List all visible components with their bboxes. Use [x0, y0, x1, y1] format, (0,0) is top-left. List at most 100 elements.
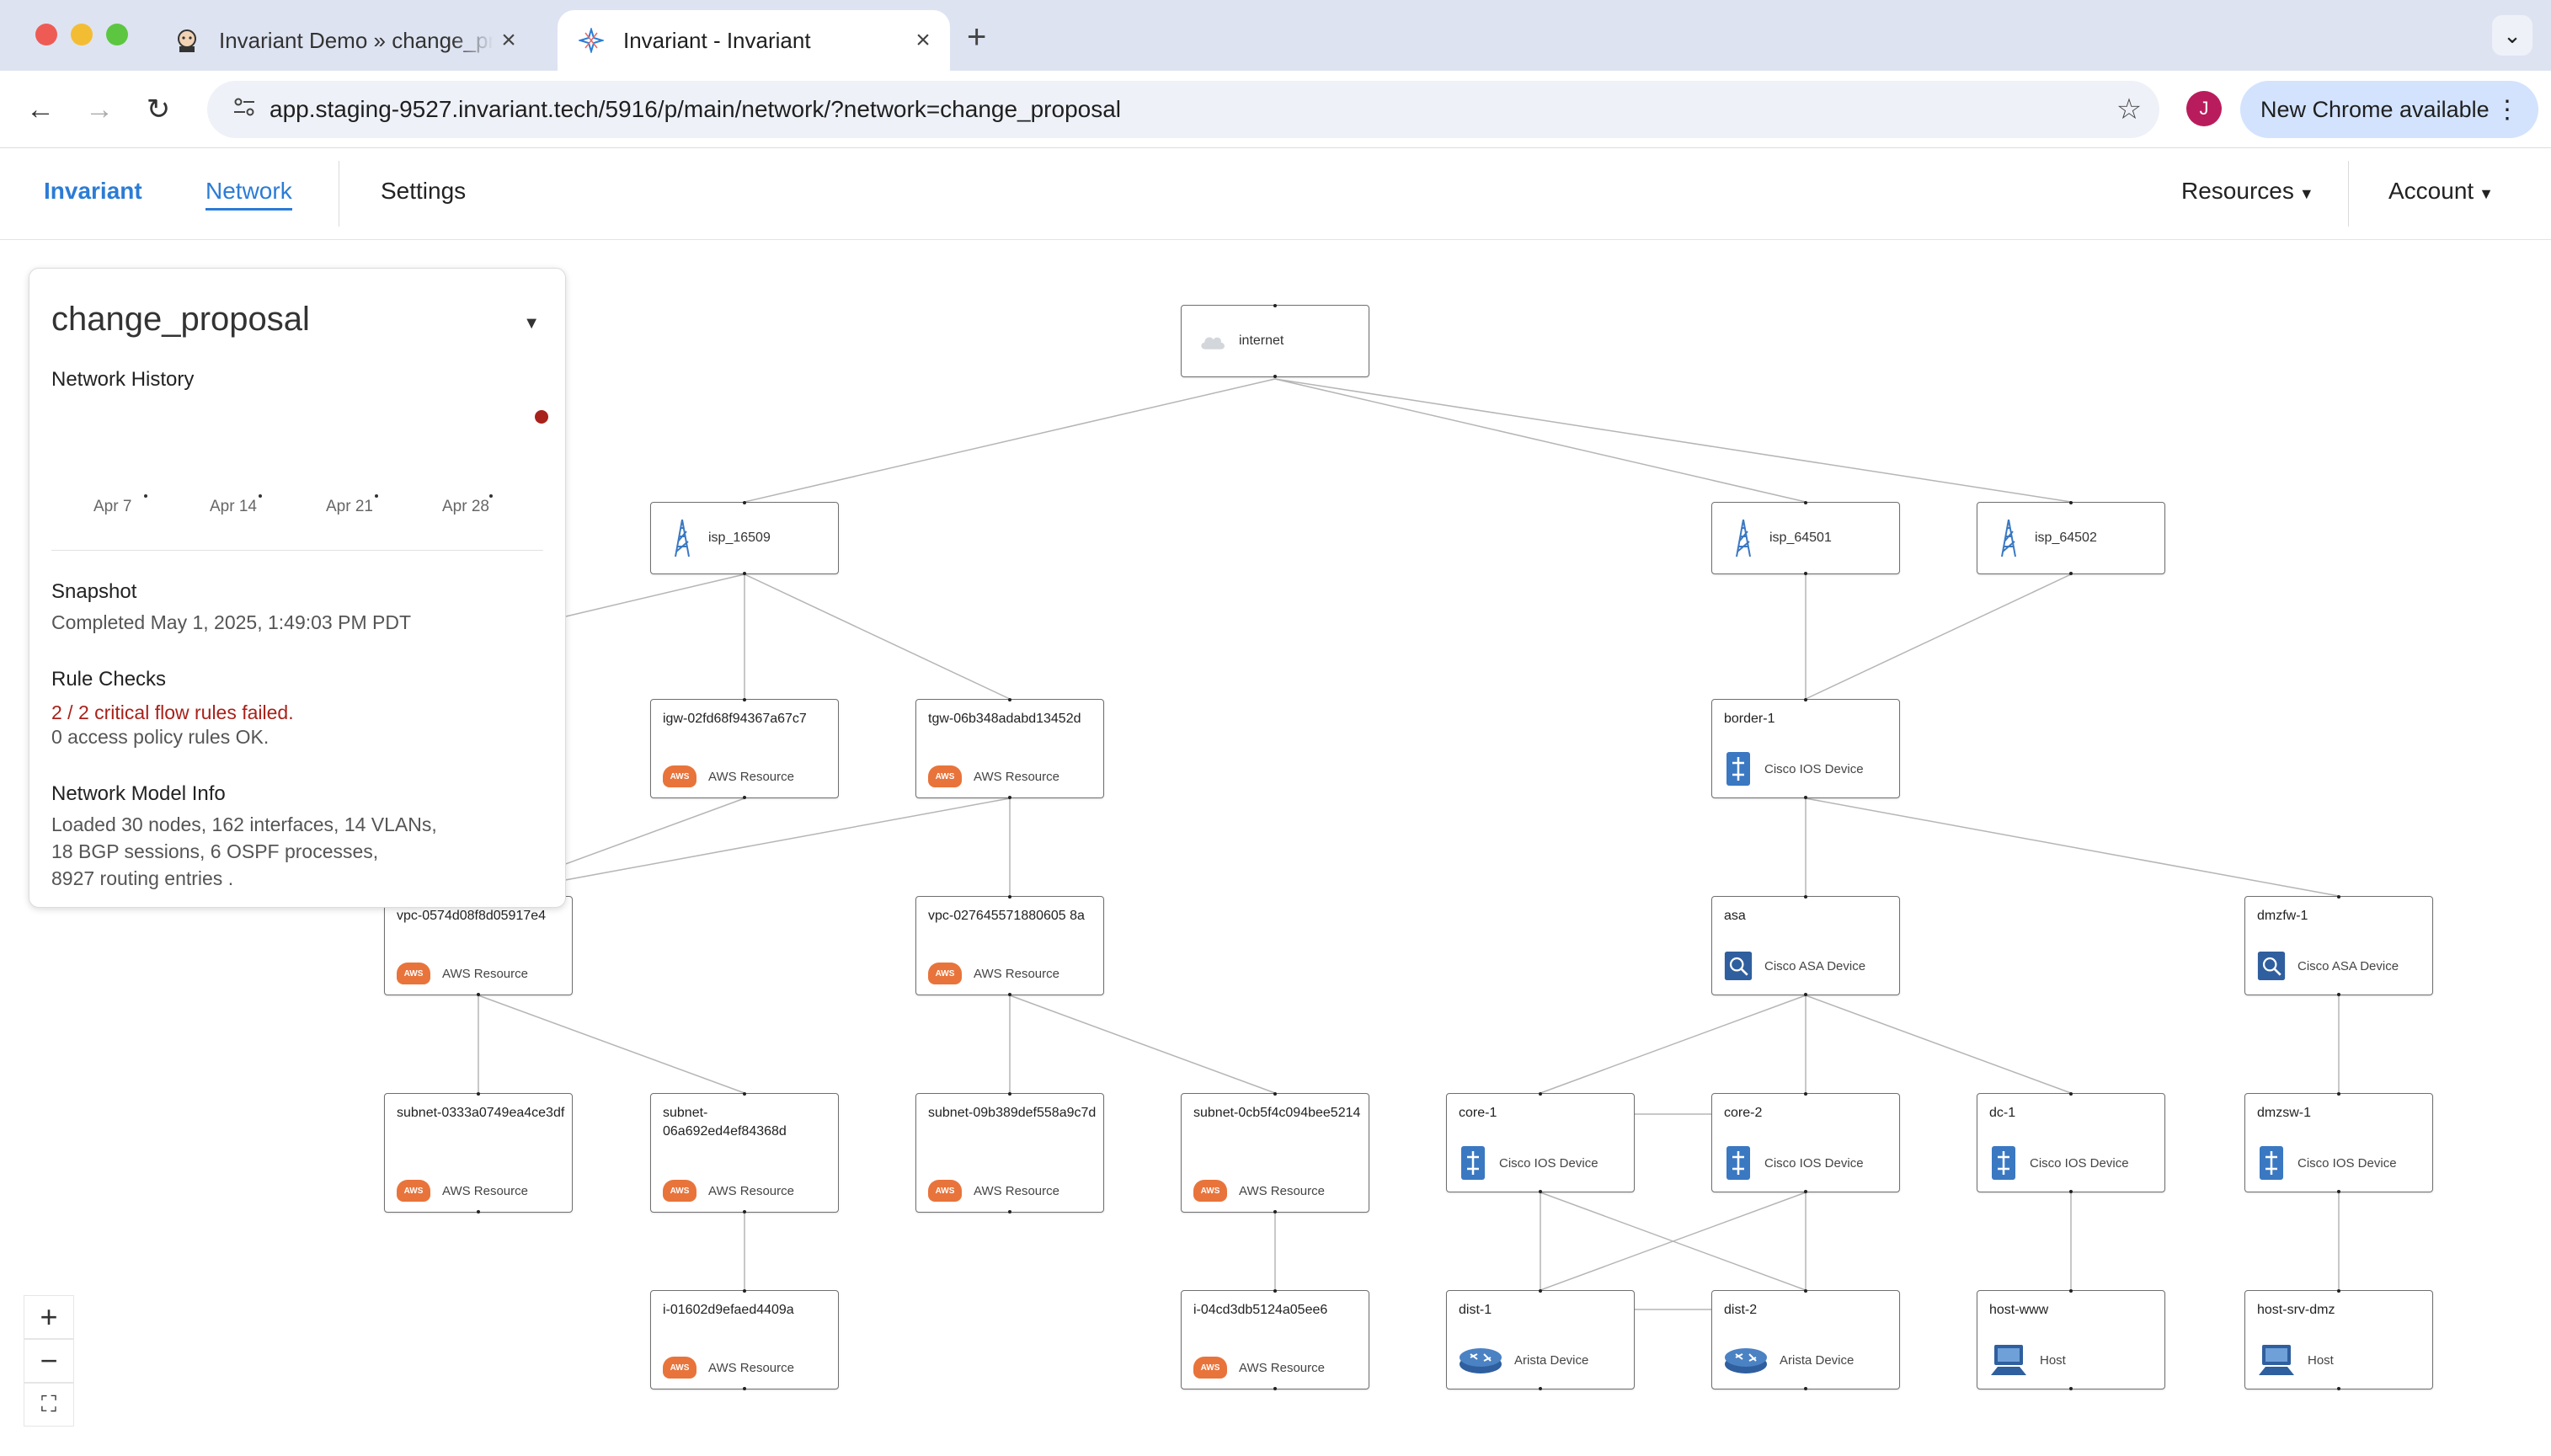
node-core-2[interactable]: core-2 Cisco IOS Device	[1711, 1092, 1900, 1193]
node-host-www[interactable]: host-www Host	[1977, 1289, 2165, 1390]
tab-search-chevron-icon[interactable]: ⌄	[2492, 15, 2532, 56]
node-dist-1[interactable]: dist-1 Arista Device	[1446, 1289, 1635, 1390]
aws-icon: AWS	[928, 1180, 962, 1202]
node-type: AWS Resource	[1239, 1183, 1325, 1198]
tab-close-icon[interactable]: ×	[915, 26, 931, 54]
site-settings-icon[interactable]	[219, 97, 270, 123]
node-border-1[interactable]: border-1 Cisco IOS Device	[1711, 698, 1900, 799]
node-dmzfw-1[interactable]: dmzfw-1 Cisco ASA Device	[2244, 895, 2433, 996]
url-text[interactable]: app.staging-9527.invariant.tech/5916/p/m…	[270, 96, 1122, 122]
zoom-out-button[interactable]: −	[24, 1339, 74, 1383]
new-tab-button[interactable]: +	[967, 19, 987, 56]
invariant-favicon-icon	[578, 27, 605, 54]
network-history-label: Network History	[51, 368, 195, 391]
cisco-router-icon	[1459, 1144, 1487, 1181]
node-isp-64502[interactable]: isp_64502	[1977, 501, 2165, 575]
node-dmzsw-1[interactable]: dmzsw-1 Cisco IOS Device	[2244, 1092, 2433, 1193]
node-type: AWS Resource	[974, 1183, 1059, 1198]
node-host-srv-dmz[interactable]: host-srv-dmz Host	[2244, 1289, 2433, 1390]
arista-router-icon	[1724, 1341, 1768, 1379]
chrome-update-button[interactable]: New Chrome available ⋮	[2240, 81, 2538, 138]
brand-link[interactable]: Invariant	[44, 178, 142, 204]
aws-icon: AWS	[928, 765, 962, 787]
arista-router-icon	[1459, 1341, 1502, 1379]
node-dist-2[interactable]: dist-2 Arista Device	[1711, 1289, 1900, 1390]
node-name: asa	[1724, 909, 1746, 923]
history-snapshot-dot[interactable]	[535, 410, 548, 424]
rule-checks-failed-link[interactable]: 2 / 2 critical flow rules failed.	[51, 701, 294, 723]
aws-icon: AWS	[397, 1180, 430, 1202]
node-subnet-4[interactable]: subnet-0cb5f4c094bee5214 AWS AWS Resource	[1181, 1092, 1369, 1213]
window-zoom-button[interactable]	[106, 24, 128, 45]
node-name: host-www	[1989, 1303, 2049, 1317]
node-internet[interactable]: internet	[1181, 304, 1369, 378]
node-type: AWS Resource	[708, 1360, 794, 1375]
node-dc-1[interactable]: dc-1 Cisco IOS Device	[1977, 1092, 2165, 1193]
aws-icon: AWS	[928, 963, 962, 984]
model-info-label: Network Model Info	[51, 782, 226, 805]
tab-close-icon[interactable]: ×	[501, 26, 516, 54]
node-type: AWS Resource	[442, 966, 528, 981]
fit-view-button[interactable]: ⛶	[24, 1383, 74, 1427]
network-selector-label[interactable]: change_proposal	[51, 301, 310, 338]
browser-tab-invariant[interactable]: Invariant - Invariant ×	[558, 10, 950, 71]
model-info-line: Loaded 30 nodes, 162 interfaces, 14 VLAN…	[51, 813, 437, 835]
bookmark-star-icon[interactable]: ☆	[2116, 93, 2143, 125]
window-minimize-button[interactable]	[71, 24, 93, 45]
nav-network[interactable]: Network	[205, 178, 292, 211]
browser-tab-jenkins[interactable]: Invariant Demo » change_proposal ×	[165, 10, 536, 71]
browser-toolbar: ← → ↻ app.staging-9527.invariant.tech/59…	[0, 71, 2551, 148]
node-isp-16509[interactable]: isp_16509	[650, 501, 839, 575]
node-name: subnet-0cb5f4c094bee5214	[1193, 1106, 1361, 1120]
node-name: dist-1	[1459, 1303, 1492, 1317]
node-isp-64501[interactable]: isp_64501	[1711, 501, 1900, 575]
aws-icon: AWS	[1193, 1180, 1227, 1202]
node-name: dmzfw-1	[2257, 909, 2308, 923]
node-core-1[interactable]: core-1 Cisco IOS Device	[1446, 1092, 1635, 1193]
nav-settings[interactable]: Settings	[381, 178, 467, 204]
account-label: Account	[2388, 178, 2474, 204]
node-name: host-srv-dmz	[2257, 1303, 2335, 1317]
node-label: isp_16509	[708, 531, 771, 545]
node-name: i-04cd3db5124a05ee6	[1193, 1303, 1328, 1317]
node-type: Cisco ASA Device	[1764, 958, 1866, 973]
node-name: i-01602d9efaed4409a	[663, 1303, 794, 1317]
address-bar[interactable]: app.staging-9527.invariant.tech/5916/p/m…	[207, 81, 2159, 138]
nav-divider	[2348, 161, 2349, 227]
aws-icon: AWS	[663, 765, 696, 787]
back-arrow-icon[interactable]: ←	[26, 93, 55, 125]
node-type: AWS Resource	[442, 1183, 528, 1198]
node-asa[interactable]: asa Cisco ASA Device	[1711, 895, 1900, 996]
more-menu-icon[interactable]: ⋮	[2495, 95, 2520, 124]
reload-icon[interactable]: ↻	[146, 93, 171, 125]
cisco-router-icon	[1989, 1144, 2018, 1181]
forward-arrow-icon[interactable]: →	[85, 93, 114, 125]
node-name: dmzsw-1	[2257, 1106, 2312, 1120]
zoom-in-button[interactable]: +	[24, 1295, 74, 1339]
resources-menu[interactable]: Resources▼	[2181, 178, 2314, 205]
window-close-button[interactable]	[35, 24, 57, 45]
caret-down-icon: ▼	[2479, 185, 2494, 202]
caret-down-icon: ▼	[2298, 185, 2314, 202]
account-menu[interactable]: Account ▼	[2388, 178, 2494, 205]
snapshot-status: Completed May 1, 2025, 1:49:03 PM PDT	[51, 611, 411, 633]
history-tick: Apr 21	[326, 498, 373, 515]
cisco-router-icon	[1724, 750, 1753, 787]
caret-down-icon[interactable]: ▼	[523, 314, 540, 333]
host-computer-icon	[2257, 1341, 2296, 1379]
node-name: vpc-027645571880605 8a	[928, 909, 1085, 923]
aws-icon: AWS	[1193, 1357, 1227, 1379]
node-name: subnet-06a692ed4ef84368d	[663, 1106, 787, 1139]
history-tick-mark	[375, 494, 378, 498]
network-info-panel: change_proposal ▼ Network History Apr 7 …	[29, 268, 566, 908]
profile-avatar[interactable]: J	[2186, 91, 2222, 126]
